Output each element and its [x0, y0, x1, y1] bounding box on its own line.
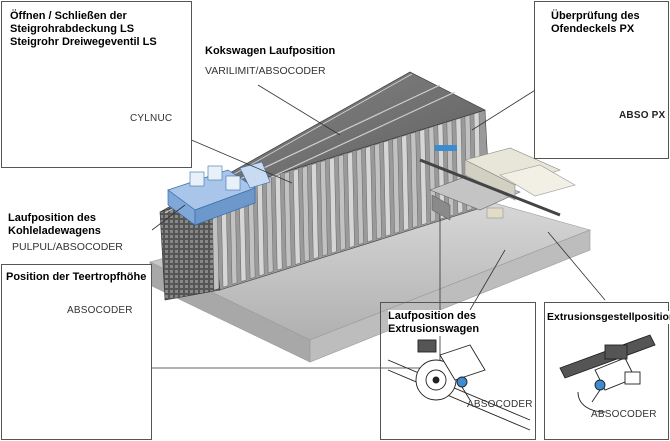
oven-door-column [374, 143, 382, 240]
oven-door-column [338, 154, 346, 251]
oven-door-column [419, 129, 427, 226]
oven-door-column [311, 163, 319, 260]
callout-oven-lid: Überprüfung des Ofendeckels PX ABSO PX [534, 1, 669, 159]
oven-door-column [410, 131, 418, 228]
callout-valve-tag: CYLNUC [130, 113, 173, 124]
oven-door-column [293, 168, 301, 265]
callout-tar-drop: Position der Teertropfhöhe ABSOCODER [1, 264, 152, 440]
extrusion-wagon-illustration [387, 339, 531, 431]
coke-pusher-machine [419, 147, 576, 221]
callout-coke-wagon: Kokswagen Laufposition VARILIMIT/ABSOCOD… [201, 41, 360, 85]
oven-door-column [275, 174, 283, 271]
callout-extrusion-rack-title: Extrusionsgestellposition [547, 311, 670, 324]
callout-coke-wagon-title: Kokswagen Laufposition [205, 45, 336, 57]
oven-door-column [401, 134, 409, 231]
callout-coke-wagon-sub: VARILIMIT/ABSOCODER [205, 65, 326, 77]
callout-tar-drop-title: Position der Teertropfhöhe [6, 271, 147, 283]
callout-extrusion-wagon: Laufposition des Extrusionswagen ABSOCOD… [380, 302, 536, 440]
callout-oven-lid-tag: ABSO PX [619, 110, 666, 121]
callout-valve: Öffnen / Schließen der Steigrohrabdeckun… [1, 1, 192, 168]
plant-sensor-marker [435, 145, 457, 151]
callout-coal-wagon: Laufposition des Kohleladewagens PULPUL/… [1, 208, 151, 260]
oven-door-column [329, 157, 337, 254]
oven-door-column [284, 171, 292, 268]
callout-coal-wagon-sub: PULPUL/ABSOCODER [12, 241, 123, 253]
extrusion-rack-illustration [559, 334, 656, 413]
callout-extrusion-wagon-title: Laufposition des Extrusionswagen [388, 310, 480, 336]
oven-door-column [302, 165, 310, 262]
callout-valve-title: Öffnen / Schließen der Steigrohrabdeckun… [10, 10, 157, 48]
callout-tar-drop-tag: ABSOCODER [67, 305, 133, 316]
oven-door-column [347, 151, 355, 248]
callout-oven-lid-title: Überprüfung des Ofendeckels PX [551, 10, 640, 35]
oven-door-column [320, 160, 328, 257]
oven-door-column [265, 177, 274, 274]
callout-extrusion-rack: Extrusionsgestellposition ABSOCODER [544, 302, 670, 440]
oven-door-column [365, 146, 373, 243]
oven-door-column [383, 140, 391, 237]
leader-lines [139, 81, 606, 369]
oven-door-column [392, 137, 400, 234]
oven-door-column [356, 148, 364, 245]
callout-coal-wagon-title: Laufposition des Kohleladewagens [8, 212, 101, 237]
callout-extrusion-wagon-tag: ABSOCODER [467, 399, 533, 410]
callout-extrusion-rack-tag: ABSOCODER [591, 409, 657, 420]
